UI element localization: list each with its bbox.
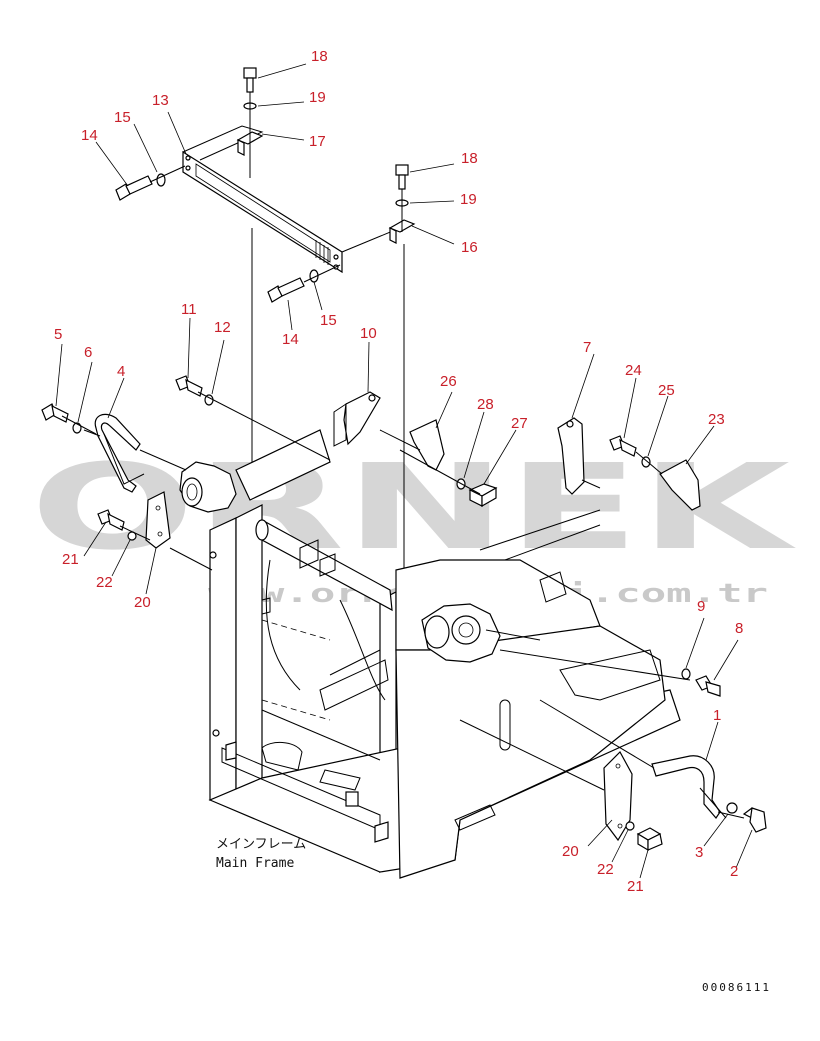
washer-3 [726, 802, 738, 814]
callout-21-right: 21 [627, 878, 644, 895]
callout-1: 1 [713, 707, 721, 724]
plate-20-right [603, 751, 633, 842]
callout-6: 6 [84, 344, 92, 361]
bolt-18-upper [243, 67, 257, 93]
frame-right-panel [395, 625, 666, 879]
callout-22-left: 22 [96, 574, 113, 591]
bolt-8 [695, 675, 721, 697]
callout-24: 24 [625, 362, 642, 379]
callout-11: 11 [181, 301, 197, 318]
plate-20-left [145, 491, 171, 549]
bolt-11 [175, 375, 203, 397]
bracket-23 [659, 459, 701, 511]
callout-10: 10 [360, 325, 377, 342]
main-frame [179, 429, 681, 879]
callout-labels: 18 19 17 13 15 14 18 19 16 15 14 11 12 1… [54, 48, 743, 895]
washer-25 [641, 456, 651, 468]
callout-20-right: 20 [562, 843, 579, 860]
bolt-14-left [115, 175, 153, 201]
callout-2: 2 [730, 863, 738, 880]
callout-23: 23 [708, 411, 725, 428]
left-side-parts [41, 375, 331, 571]
upper-middle-parts [333, 391, 701, 511]
callout-27: 27 [511, 415, 528, 432]
callout-14-left: 14 [81, 127, 98, 144]
bolt-5 [41, 403, 69, 423]
callout-13: 13 [152, 92, 169, 109]
washer-15-left [156, 173, 166, 187]
callout-17: 17 [309, 133, 326, 150]
caption-english: Main Frame [216, 856, 294, 871]
bolt-14-right [267, 277, 305, 303]
callout-4: 4 [117, 363, 125, 380]
callout-3: 3 [695, 844, 703, 861]
callout-15-left: 15 [114, 109, 131, 126]
callout-28: 28 [477, 396, 494, 413]
left-gear-housing [179, 461, 237, 513]
drawing-number: 00086111 [702, 981, 771, 994]
upper-plate-assembly [115, 67, 416, 570]
bracket-10 [343, 391, 381, 446]
callout-5: 5 [54, 326, 62, 343]
callout-18-upper: 18 [311, 48, 328, 65]
callout-26: 26 [440, 373, 457, 390]
callout-21-left: 21 [62, 551, 79, 568]
callout-9: 9 [697, 598, 705, 615]
callout-8: 8 [735, 620, 743, 637]
plate-13-hatch [315, 240, 329, 265]
bolt-18-lower [395, 164, 409, 190]
frame-caption: メインフレーム Main Frame [216, 837, 306, 871]
callout-7: 7 [583, 339, 591, 356]
washer-9 [681, 668, 691, 680]
callout-14-right: 14 [282, 331, 299, 348]
callout-15-right: 15 [320, 312, 337, 329]
right-gear-housing [421, 603, 501, 663]
callout-19-lower: 19 [460, 191, 477, 208]
callout-20-left: 20 [134, 594, 151, 611]
right-side-parts [459, 629, 767, 852]
callout-22-right: 22 [597, 861, 614, 878]
callout-25: 25 [658, 382, 675, 399]
callout-16: 16 [461, 239, 478, 256]
bracket-7 [557, 417, 585, 495]
bolt-27 [468, 483, 498, 508]
washer-22-right [625, 821, 635, 831]
callout-12: 12 [214, 319, 231, 336]
caption-japanese: メインフレーム [216, 837, 306, 852]
callout-18-lower: 18 [461, 150, 478, 167]
bolt-24 [609, 435, 637, 457]
bolt-2 [742, 807, 767, 833]
plate-13-top-edge [182, 125, 264, 161]
watermark-brand: ORNEK [30, 438, 797, 576]
handle-1 [651, 755, 721, 819]
bolt-21-right [636, 827, 663, 852]
leader-lines [55, 63, 753, 879]
callout-19-upper: 19 [309, 89, 326, 106]
plate-13 [182, 150, 343, 274]
